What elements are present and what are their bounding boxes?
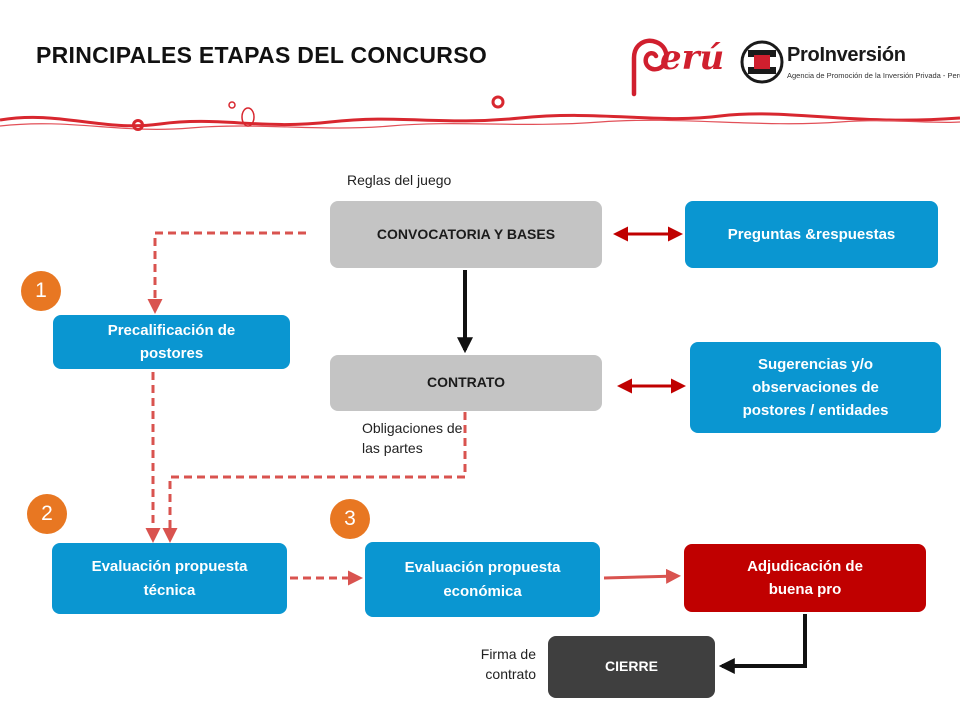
arrow-evaleconomica-adjudicacion [603,568,681,584]
note-firma: Firma de contrato [470,644,536,685]
box-eval-tecnica-line1: Evaluación propuesta [91,558,248,576]
box-precalificacion: Precalificación de postores [53,315,290,369]
header-wave [0,112,960,128]
step-badge-2: 2 [27,494,67,534]
note-obligaciones: Obligaciones de las partes [362,418,462,459]
box-sugerencias-line1: Sugerencias y/o [757,355,874,373]
box-precalificacion-line1: Precalificación de [107,321,236,339]
step-badge-1: 1 [21,271,61,311]
box-adjudicacion: Adjudicación de buena pro [684,544,926,612]
wave-dot [241,107,255,127]
proinversion-logo-icon [740,40,784,84]
box-cierre: CIERRE [548,636,715,698]
peru-logo-icon [631,38,669,97]
box-adjudicacion-line1: Adjudicación de [747,557,863,575]
page-title: PRINCIPALES ETAPAS DEL CONCURSO [36,42,488,68]
note-firma-line2: contrato [485,666,536,683]
arrow-adjudicacion-cierre [718,614,807,674]
step-badge-3: 3 [330,499,370,539]
proinversion-logo-name: ProInversión [787,44,906,66]
box-eval-tecnica: Evaluación propuesta técnica [52,543,287,614]
note-obligaciones-line1: Obligaciones de [362,420,463,436]
box-precalificacion-line2: postores [139,345,204,362]
wave-dot [132,119,144,131]
box-contrato: CONTRATO [330,355,602,411]
dashed-arrow-contrato-evaltecnica [162,412,467,543]
proinversion-logo-tagline: Agencia de Promoción de la Inversión Pri… [787,71,960,80]
box-eval-economica-line1: Evaluación propuesta [404,559,561,577]
box-sugerencias: Sugerencias y/o observaciones de postore… [690,342,941,433]
box-preguntas: Preguntas &respuestas [685,201,938,268]
note-firma-line1: Firma de [480,646,536,662]
box-adjudicacion-line2: buena pro [768,581,842,598]
note-reglas: Reglas del juego [347,172,452,188]
note-obligaciones-line2: las partes [362,440,423,457]
box-eval-economica: Evaluación propuesta económica [365,542,600,617]
box-sugerencias-line3: postores / entidades [742,402,889,420]
wave-dot [228,101,236,109]
peru-logo-text: erú [660,38,725,78]
dashed-arrow-convocatoria-precalificacion [147,231,306,314]
box-sugerencias-line2: observaciones de [752,378,879,396]
box-eval-economica-line2: económica [443,582,522,600]
header-wave-thin [0,119,960,130]
wave-dot [491,95,505,109]
box-eval-tecnica-line2: técnica [143,581,196,599]
box-convocatoria: CONVOCATORIA Y BASES [330,201,602,268]
